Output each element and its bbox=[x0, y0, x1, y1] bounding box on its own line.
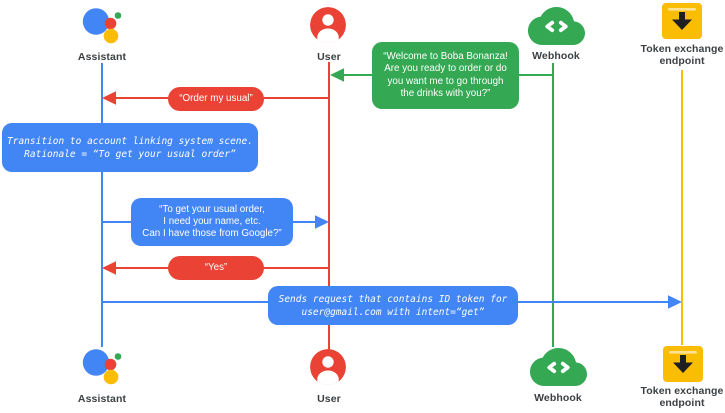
yes-arrowhead bbox=[102, 261, 116, 275]
token-label-bottom: Token exchange endpoint bbox=[640, 385, 724, 409]
assistant-icon-bottom bbox=[79, 346, 125, 391]
user-icon bbox=[310, 7, 346, 48]
message-order-my-usual: “Order my usual” bbox=[168, 87, 264, 111]
user-icon-bottom bbox=[310, 349, 346, 390]
note-send-request: Sends request that contains ID token for… bbox=[268, 286, 518, 325]
user-label-bottom: User bbox=[317, 393, 341, 405]
webhook-label-top: Webhook bbox=[532, 50, 580, 62]
assistant-label-bottom: Assistant bbox=[77, 393, 127, 405]
send-request-arrowhead bbox=[668, 295, 682, 309]
webhook-icon-bottom bbox=[530, 348, 587, 391]
message-yes: “Yes” bbox=[168, 256, 264, 280]
user-label-top: User bbox=[317, 51, 341, 63]
webhook-label-bottom: Webhook bbox=[534, 392, 582, 404]
token-endpoint-icon bbox=[662, 3, 702, 44]
ask-arrowhead bbox=[315, 215, 329, 229]
token-label-top: Token exchange endpoint bbox=[640, 43, 724, 67]
webhook-icon bbox=[528, 7, 585, 50]
token-endpoint-icon-bottom bbox=[663, 346, 703, 387]
order-arrowhead bbox=[102, 91, 116, 105]
assistant-icon bbox=[79, 5, 125, 50]
note-transition-account-linking: Transition to account linking system sce… bbox=[2, 123, 258, 172]
message-welcome: “Welcome to Boba Bonanza! Are you ready … bbox=[372, 42, 519, 109]
assistant-label-top: Assistant bbox=[77, 51, 127, 63]
welcome-arrowhead bbox=[330, 68, 344, 82]
message-ask-google: “To get your usual order, I need your na… bbox=[131, 198, 293, 246]
